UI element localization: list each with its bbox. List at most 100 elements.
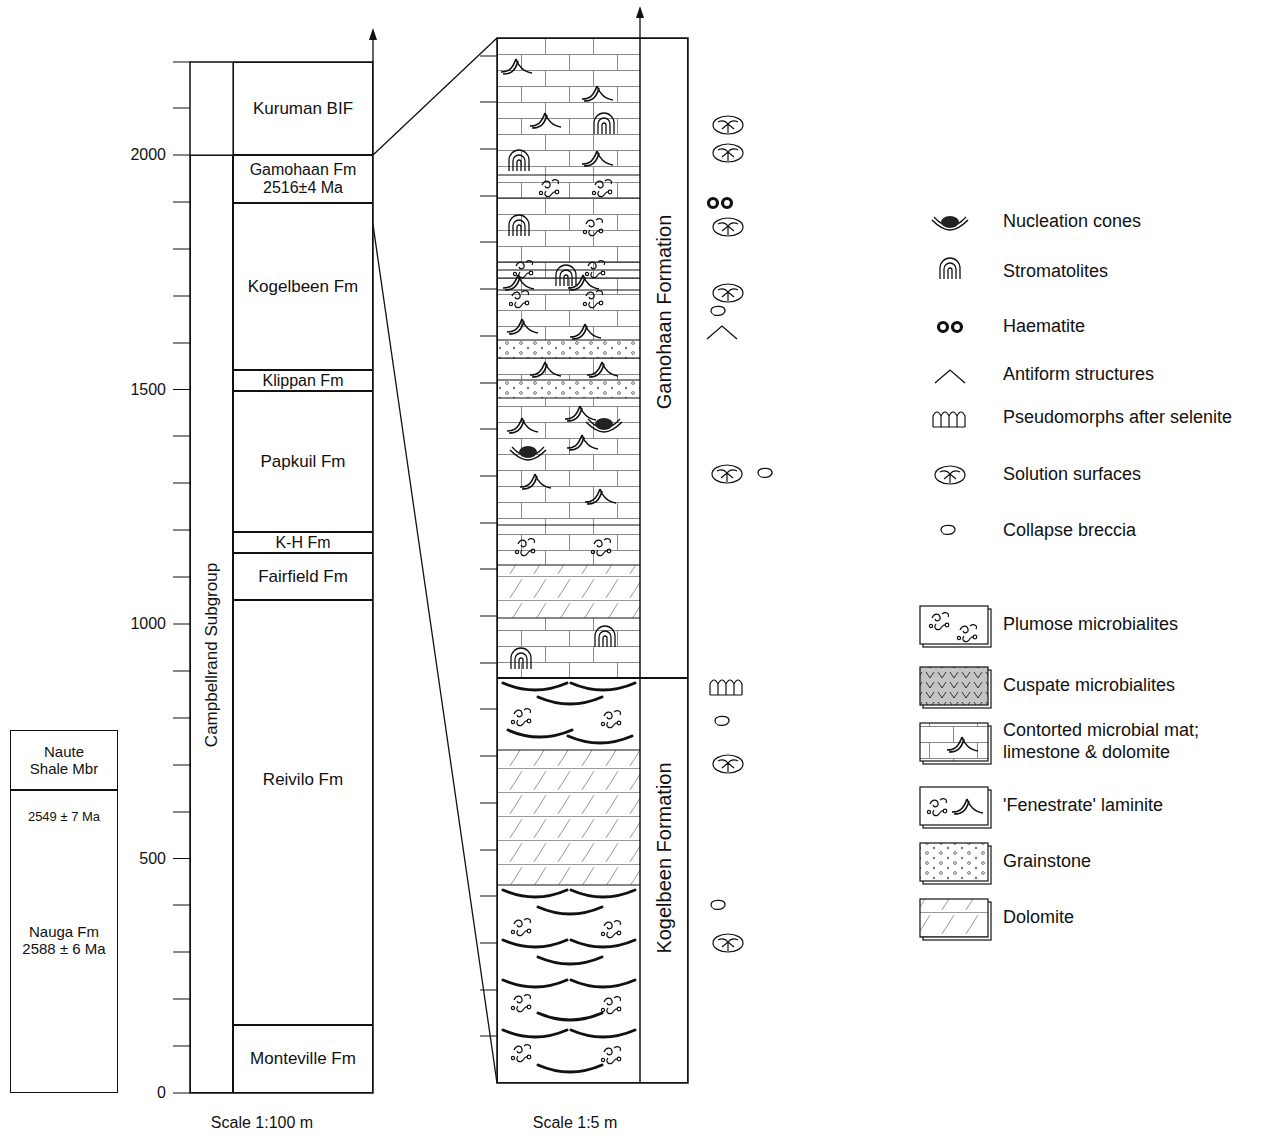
legend-samples — [923, 790, 991, 828]
zoom-connector — [373, 225, 497, 1083]
formation-band: Papkuil Fm — [233, 391, 373, 532]
lithology-column — [639, 38, 641, 1083]
legend-label: Pseudomorphs after selenite — [1003, 407, 1232, 429]
lithology-symbols — [538, 957, 602, 964]
legend-label: Plumose microbialites — [1003, 614, 1178, 636]
unit-name: K-H Fm — [275, 533, 330, 551]
legend-samples — [935, 370, 965, 383]
legend-samples — [935, 466, 965, 484]
lithology-column — [497, 565, 640, 618]
lithology-column — [480, 56, 497, 1036]
legend-samples — [952, 799, 983, 814]
lithology-symbols — [530, 113, 561, 128]
legend-samples — [927, 799, 946, 816]
lithology-symbols — [568, 275, 599, 290]
legend-samples — [932, 216, 968, 230]
lithology-symbols — [565, 406, 596, 421]
legend-samples — [923, 670, 991, 708]
lithology-symbols — [501, 59, 532, 74]
lithology-symbols — [582, 151, 613, 166]
formation-band: Kuruman BIF — [233, 62, 373, 155]
legend-samples — [939, 323, 962, 332]
lithology-symbols — [601, 711, 620, 728]
legend-samples — [933, 412, 965, 427]
lithology-symbols — [568, 736, 632, 743]
legend-label: Grainstone — [1003, 851, 1091, 873]
lithology-column — [497, 340, 640, 358]
detail-formation-band: Gamohaan Formation — [497, 38, 688, 678]
lithology-column — [497, 175, 640, 885]
main-column-frame — [190, 62, 233, 1093]
unit-name: Papkuil Fm — [260, 452, 345, 472]
unit-name: Fairfield Fm — [258, 567, 348, 587]
lithology-symbols — [509, 291, 528, 308]
lithology-symbols — [601, 921, 620, 938]
legend-samples — [920, 899, 988, 937]
lithology-symbols — [591, 539, 610, 556]
legend-samples — [920, 667, 988, 705]
lithology-symbols — [509, 150, 529, 171]
feature-symbols — [711, 306, 725, 315]
lithology-column — [497, 678, 640, 750]
vertical-unit-name: Gamohaan Formation — [653, 215, 676, 410]
lithology-symbols — [511, 1045, 530, 1062]
unit-name: Kuruman BIF — [253, 99, 353, 119]
lithology-symbols — [570, 324, 601, 339]
lithology-symbols — [585, 489, 616, 504]
lithology-column — [639, 14, 640, 38]
lithology-symbols — [583, 291, 602, 308]
legend-samples — [923, 609, 991, 647]
legend-samples — [941, 525, 955, 534]
lithology-symbols — [571, 890, 635, 897]
zoom-connector — [373, 38, 497, 155]
lithology-symbols — [586, 418, 622, 432]
axis-value: 0 — [157, 1084, 166, 1102]
lithology-column — [497, 885, 640, 1083]
lithology-symbols — [538, 1065, 602, 1072]
legend-samples — [923, 846, 991, 884]
lithology-symbols — [571, 980, 635, 987]
lithology-symbols — [513, 261, 532, 278]
legend-label: Solution surfaces — [1003, 464, 1141, 486]
member-band: Naute Shale Mbr — [10, 730, 118, 790]
lithology-symbols — [538, 907, 602, 914]
unit-name: 2549 ± 7 Ma — [28, 810, 100, 825]
axis-value: 500 — [139, 849, 166, 867]
lithology-symbols — [507, 418, 538, 433]
lithology-symbols — [601, 1047, 620, 1064]
lithology-symbols — [503, 980, 567, 987]
lithology-symbols — [538, 697, 602, 704]
feature-symbols — [713, 218, 743, 236]
unit-name: Klippan Fm — [263, 371, 344, 389]
depth-axis — [372, 34, 373, 62]
feature-symbols — [709, 199, 732, 208]
detail-formation-band: Kogelbeen Formation — [497, 678, 688, 1083]
lithology-symbols — [571, 1030, 635, 1037]
lithology-symbols — [511, 995, 530, 1012]
legend-label: 'Fenestrate' laminite — [1003, 795, 1163, 817]
scale-label: Scale 1:5 m — [533, 1114, 617, 1132]
lithology-symbols — [571, 683, 635, 690]
feature-symbols — [710, 680, 742, 695]
formation-band: Fairfield Fm — [233, 553, 373, 600]
scale-label: Scale 1:100 m — [211, 1114, 313, 1132]
lithology-symbols — [511, 648, 531, 669]
unit-name: Nauga Fm 2588 ± 6 Ma — [16, 923, 112, 958]
legend-samples — [920, 843, 988, 881]
lithology-symbols — [567, 435, 598, 450]
feature-symbols — [713, 284, 743, 302]
axis-value: 1000 — [130, 615, 166, 633]
legend-label: Cuspate microbialites — [1003, 675, 1175, 697]
feature-symbols — [713, 934, 743, 952]
unit-name: Naute Shale Mbr — [26, 743, 102, 778]
lithology-symbols — [520, 474, 551, 489]
unit-name: Gamohaan Fm 2516±4 Ma — [239, 161, 367, 198]
lithology-symbols — [501, 59, 635, 1072]
legend-samples — [923, 902, 991, 940]
lithology-symbols — [530, 362, 561, 377]
legend-samples — [920, 606, 988, 644]
lithology-column — [497, 618, 640, 678]
lithology-symbols — [507, 319, 538, 334]
formation-band: Klippan Fm — [233, 370, 373, 391]
